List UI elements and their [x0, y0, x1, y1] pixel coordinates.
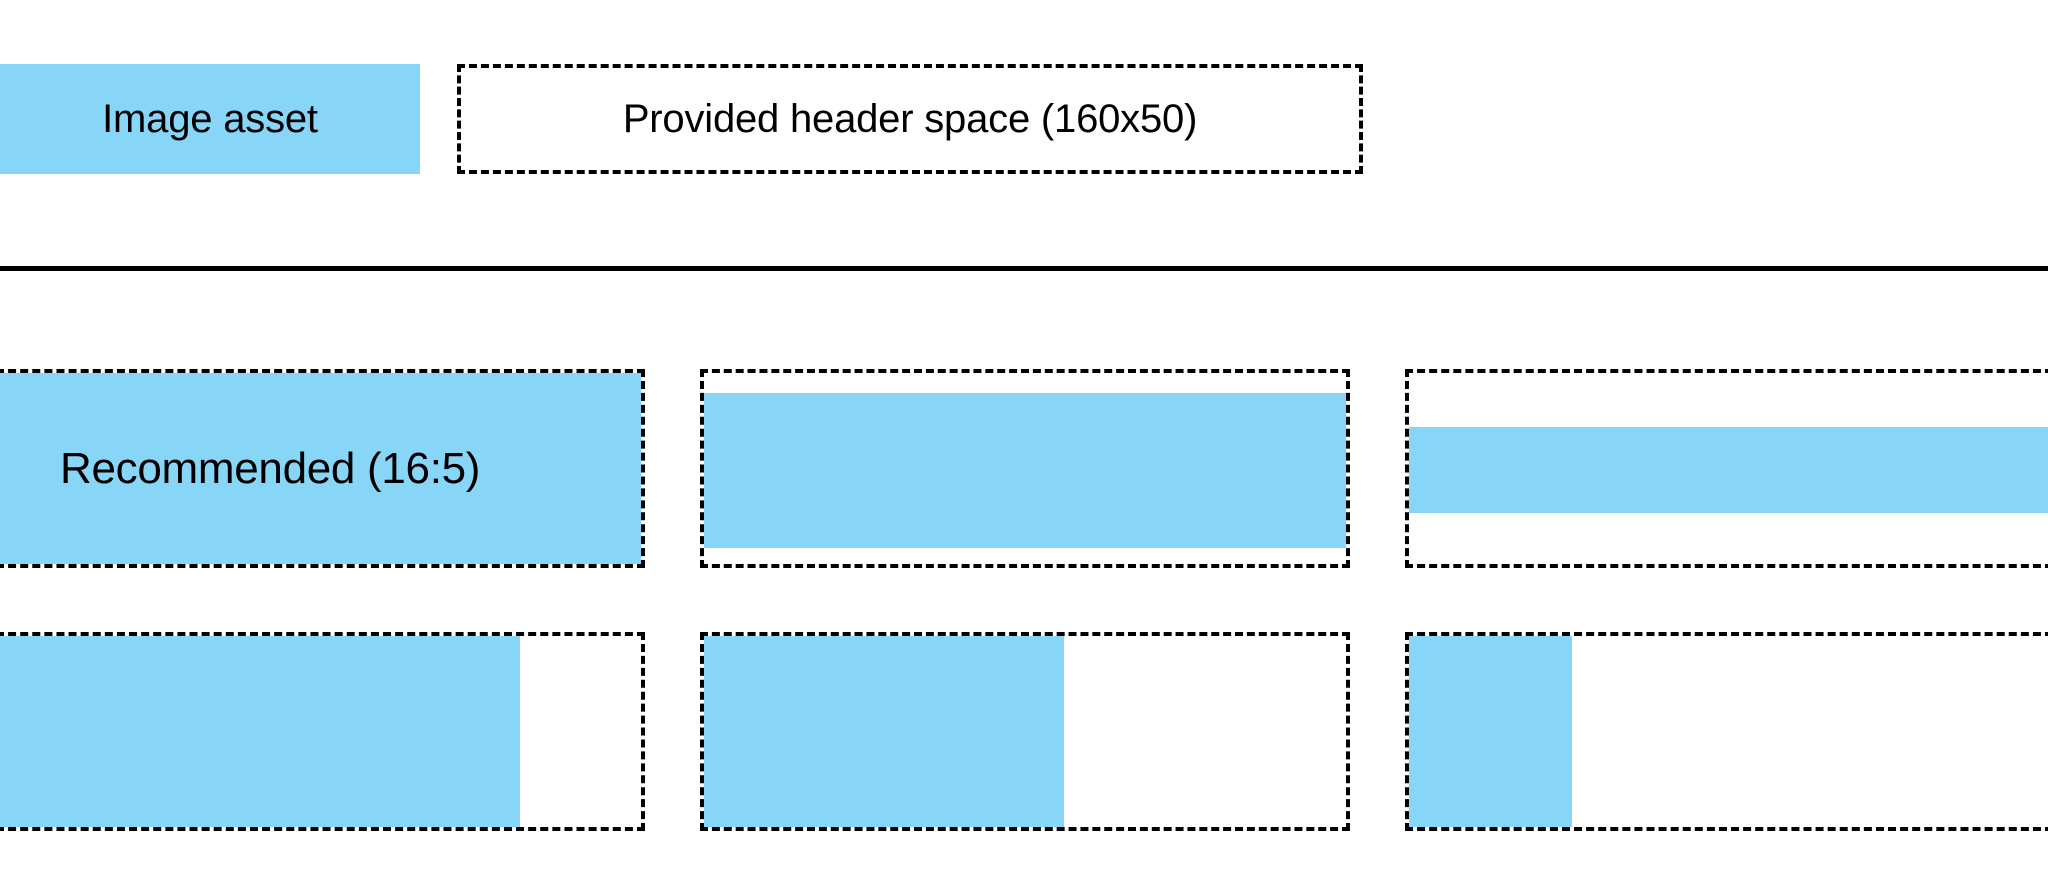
grid-cell-wide-partial	[0, 632, 645, 831]
recommended-ratio-label: Recommended (16:5)	[60, 443, 481, 493]
grid-cell-recommended-ratio: Recommended (16:5)	[0, 369, 645, 568]
provided-header-space-box: Provided header space (160x50)	[457, 64, 1363, 174]
grid-cell-inset-vertical	[700, 369, 1350, 568]
grid-cell-medium-partial	[700, 632, 1350, 831]
grid-cell-narrow-partial	[1405, 632, 2048, 831]
fill-swatch-inset-vertical	[704, 393, 1346, 548]
section-divider	[0, 266, 2048, 271]
image-asset-swatch-label: Image asset	[102, 97, 318, 141]
fill-swatch-full	[0, 373, 641, 564]
fill-swatch-medium-partial	[704, 636, 1064, 827]
fill-swatch-band-horizontal	[1409, 427, 2048, 513]
image-asset-swatch: Image asset	[0, 64, 420, 174]
provided-header-space-label: Provided header space (160x50)	[622, 97, 1198, 141]
fill-swatch-wide-partial	[0, 636, 520, 827]
fill-swatch-narrow-partial	[1409, 636, 1572, 827]
grid-cell-band-horizontal	[1405, 369, 2048, 568]
